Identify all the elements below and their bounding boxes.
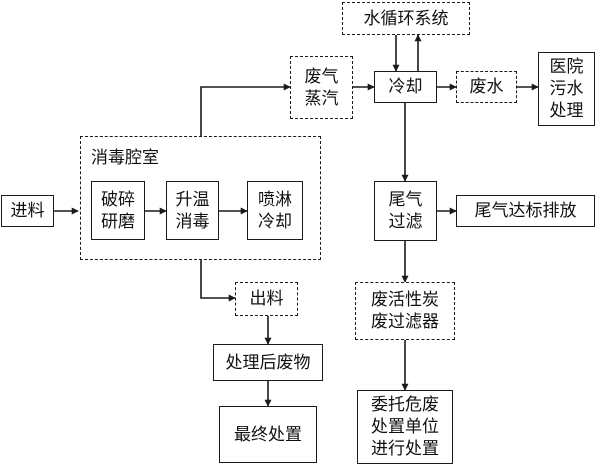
waste-carbon-filter-node: 废活性炭 废过滤器 <box>355 282 455 340</box>
entrusted-disposal-node: 委托危废 处置单位 进行处置 <box>357 390 453 464</box>
exhaust-steam-node: 废气 蒸汽 <box>290 56 353 119</box>
arrow-chamber-to-steam <box>200 83 291 136</box>
discharge-node: 出料 <box>235 282 298 316</box>
tail-gas-filter-node: 尾气 过滤 <box>374 181 437 241</box>
spray-cool-node: 喷淋 冷却 <box>247 181 303 240</box>
final-disposal-node: 最终处置 <box>219 406 317 463</box>
arrow-chamber-to-discharge <box>200 260 236 302</box>
treated-waste-node: 处理后废物 <box>213 344 323 381</box>
crush-grind-node: 破碎 研磨 <box>91 181 145 240</box>
cooling-node: 冷却 <box>374 71 437 103</box>
water-cycle-system-node: 水循环系统 <box>342 2 470 35</box>
waste-water-node: 废水 <box>456 71 517 103</box>
hospital-sewage-treatment-node: 医院 污水 处理 <box>538 52 595 126</box>
disinfection-chamber <box>80 136 321 260</box>
feed-in-node: 进料 <box>1 195 54 227</box>
tail-gas-discharge-node: 尾气达标排放 <box>456 195 595 227</box>
disinfection-chamber-label: 消毒腔室 <box>91 148 159 168</box>
heat-disinfect-node: 升温 消毒 <box>166 181 219 240</box>
